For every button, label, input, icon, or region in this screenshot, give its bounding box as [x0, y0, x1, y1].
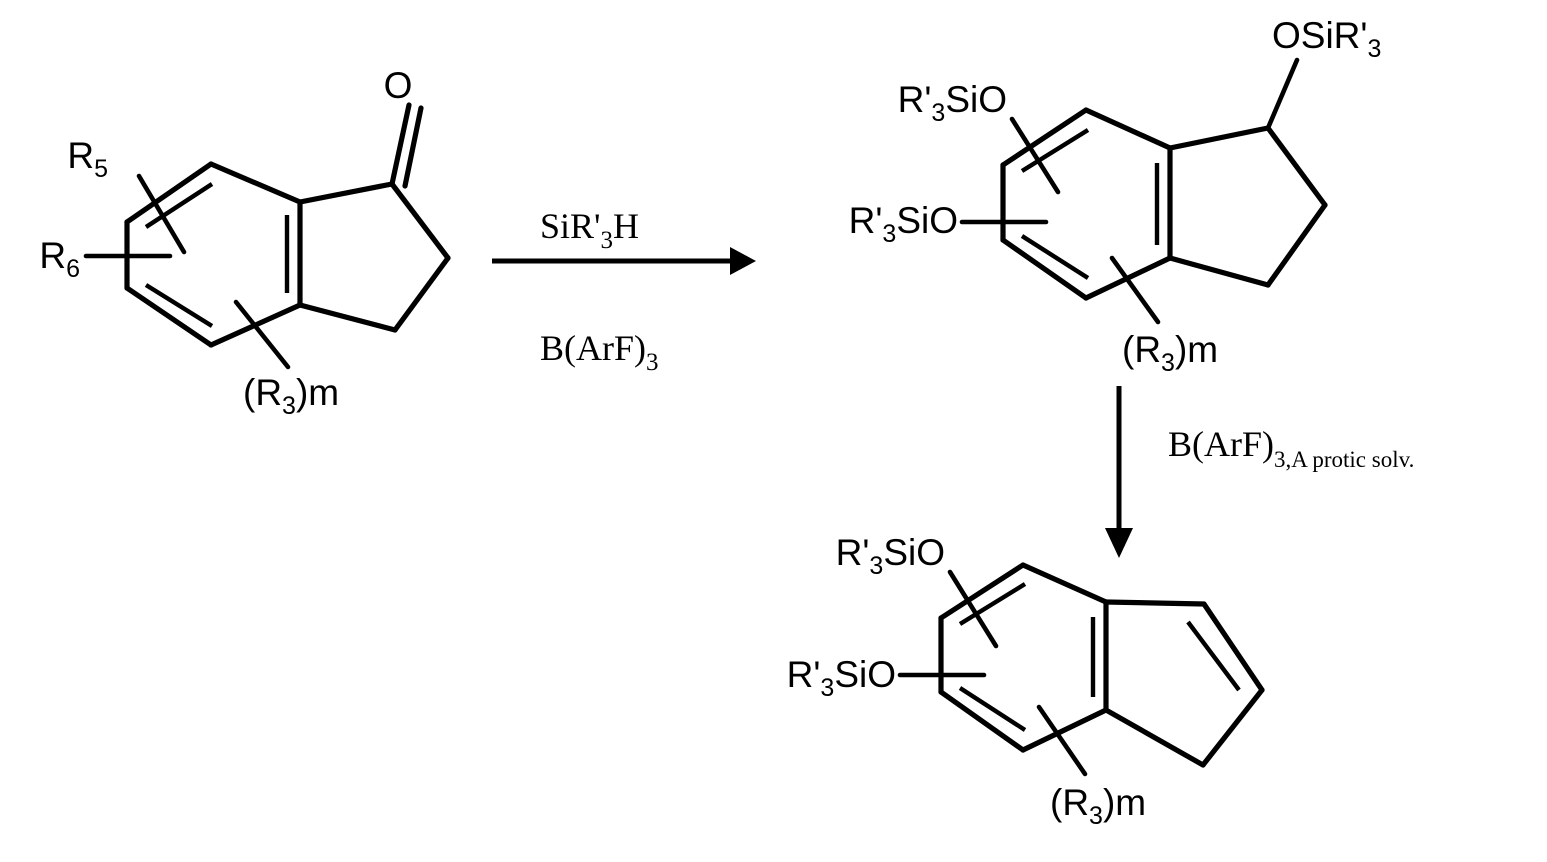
product-top-ring-bond-1 [1000, 107, 1089, 168]
vertical-reaction-arrow [1105, 386, 1133, 558]
vertical-arrow-head [1105, 528, 1133, 558]
product-top-cp-bond-1 [1167, 125, 1271, 151]
product-top-cp-bond-4 [1167, 255, 1271, 288]
product-bottom-ring-bond-2 [1020, 562, 1109, 605]
reactant-cp-bond-2 [389, 181, 451, 261]
catalyst-below-arrow-label: B(ArF)3 [540, 328, 659, 376]
product-bottom-ring-bond-4 [1020, 707, 1109, 753]
product-top-silyloxy-upper-bond [1009, 116, 1061, 195]
product-top-ring-bond-5 [1000, 237, 1089, 301]
product-top-structure: OSiR'3 R'3SiO R'3SiO (R3)m [849, 15, 1382, 377]
product-bottom-benzene-ring [938, 562, 1109, 753]
product-bottom-double-bond-top [958, 582, 1027, 626]
product-bottom-cyclopentene-ring [1103, 599, 1265, 768]
horizontal-arrow-head [730, 247, 756, 275]
product-top-osi-bond [1265, 57, 1300, 131]
product-top-r3m-bond [1109, 255, 1161, 325]
reactant-double-bond-top [144, 182, 214, 229]
reactant-double-bond-bottom [144, 283, 214, 328]
product-top-cp-bond-3 [1265, 202, 1328, 288]
reagent-above-arrow-label: SiR'3H [540, 206, 639, 254]
reactant-ring-bond-2 [208, 161, 303, 205]
product-bottom-structure: R'3SiO R'3SiO (R3)m [787, 532, 1265, 830]
product-top-silyloxy-upper-label: R'3SiO [898, 79, 1007, 127]
reactant-ring-bond-1 [124, 161, 214, 225]
product-top-cyclopentane-ring [1167, 125, 1328, 288]
product-bottom-double-bond-bottom [958, 686, 1027, 732]
reactant-structure: O R5 R6 (R3)m [39, 65, 451, 420]
reactant-ring-bond-5 [124, 285, 214, 348]
product-top-cp-bond-2 [1265, 125, 1328, 208]
product-bottom-silyloxy-upper-bond [947, 569, 999, 649]
product-top-ring-bond-2 [1083, 107, 1173, 151]
reactant-r5-label: R5 [67, 135, 108, 183]
product-bottom-cp-bond-2 [1201, 601, 1265, 693]
reactant-carbonyl-group [389, 102, 424, 189]
reactant-cyclopentanone-ring [297, 181, 451, 333]
reactant-r5-bond [136, 173, 187, 255]
product-top-double-bond-top [1020, 128, 1090, 173]
reactant-r3m-bond [233, 299, 291, 370]
product-bottom-r3m-bond [1036, 704, 1088, 777]
product-bottom-ring-bond-5 [938, 689, 1026, 753]
product-top-silyloxy-lower-label: R'3SiO [849, 200, 958, 248]
reactant-cp-bond-1 [297, 181, 395, 205]
reactant-r3m-label: (R3)m [243, 372, 339, 420]
product-bottom-ring-bond-1 [938, 562, 1026, 621]
product-bottom-cp-double-bond [1186, 620, 1241, 692]
product-top-r3m-label: (R3)m [1122, 329, 1218, 377]
vertical-arrow-condition-label: B(ArF)3,A protic solv. [1168, 424, 1414, 472]
reactant-r6-label: R6 [39, 235, 80, 283]
reactant-cp-bond-3 [392, 255, 451, 333]
product-bottom-cp-bond-4 [1103, 707, 1206, 768]
product-bottom-cp-bond-1 [1103, 599, 1207, 607]
horizontal-reaction-arrow [492, 247, 756, 275]
product-bottom-cp-bond-3 [1200, 687, 1265, 768]
product-top-osi-label: OSiR'3 [1272, 15, 1381, 63]
product-bottom-r3m-label: (R3)m [1050, 782, 1146, 830]
product-bottom-silyloxy-upper-label: R'3SiO [836, 532, 945, 580]
product-bottom-silyloxy-lower-label: R'3SiO [787, 654, 896, 702]
product-top-double-bond-bottom [1020, 234, 1090, 280]
reactant-carbonyl-bond-a [389, 102, 412, 187]
reactant-cp-bond-4 [297, 302, 398, 333]
reactant-carbonyl-bond-b [402, 105, 424, 189]
product-top-benzene-ring [1000, 107, 1173, 301]
reactant-carbonyl-oxygen-label: O [384, 65, 413, 106]
